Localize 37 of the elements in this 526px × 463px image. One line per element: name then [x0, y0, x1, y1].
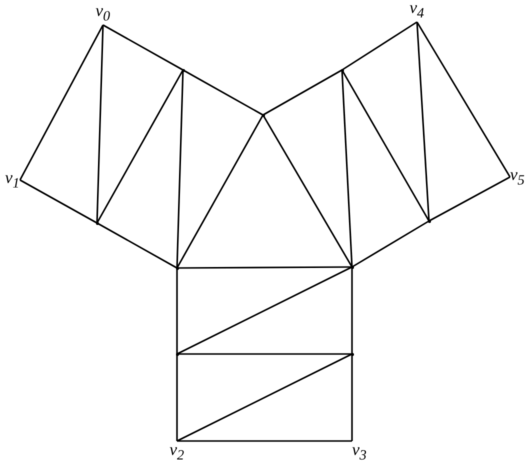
edge-line [351, 354, 353, 441]
edge-line [96, 70, 184, 224]
vertex-label: v$_{2}$ [170, 441, 184, 463]
edge-line [416, 22, 511, 178]
edge-line [342, 21, 418, 71]
vertex-point [96, 222, 98, 224]
edge-line [177, 440, 352, 442]
edge-line [262, 69, 342, 116]
edge-line [96, 24, 104, 224]
vertex-point [176, 352, 178, 356]
edge-line [20, 179, 98, 224]
edge-line [352, 220, 430, 268]
edge-line [341, 70, 353, 268]
edge-line [176, 70, 184, 268]
edge-line [341, 70, 430, 222]
edge-line [262, 114, 353, 268]
edge-line [428, 176, 510, 222]
vertex-label: v$_{0}$ [96, 2, 110, 26]
edge-line [416, 22, 430, 222]
edge-line [176, 268, 178, 354]
vertex-point [350, 352, 354, 356]
vertex-label: v$_{3}$ [352, 441, 367, 463]
vertex-label: v$_{1}$ [5, 168, 20, 192]
edge-line [176, 114, 264, 268]
vertex-point [428, 220, 430, 222]
edge-line [19, 24, 104, 180]
edge-line [177, 353, 352, 355]
edge-line [177, 266, 352, 269]
edge-line [176, 353, 352, 442]
edge-line [102, 24, 184, 71]
vertex-label: v$_{5}$ [510, 166, 525, 189]
edge-line [182, 69, 264, 116]
edge-line [96, 222, 178, 269]
edge-line [351, 267, 353, 354]
vertex-label: v$_{4}$ [410, 0, 424, 22]
edge-line [176, 354, 178, 441]
edge-line [176, 266, 352, 355]
